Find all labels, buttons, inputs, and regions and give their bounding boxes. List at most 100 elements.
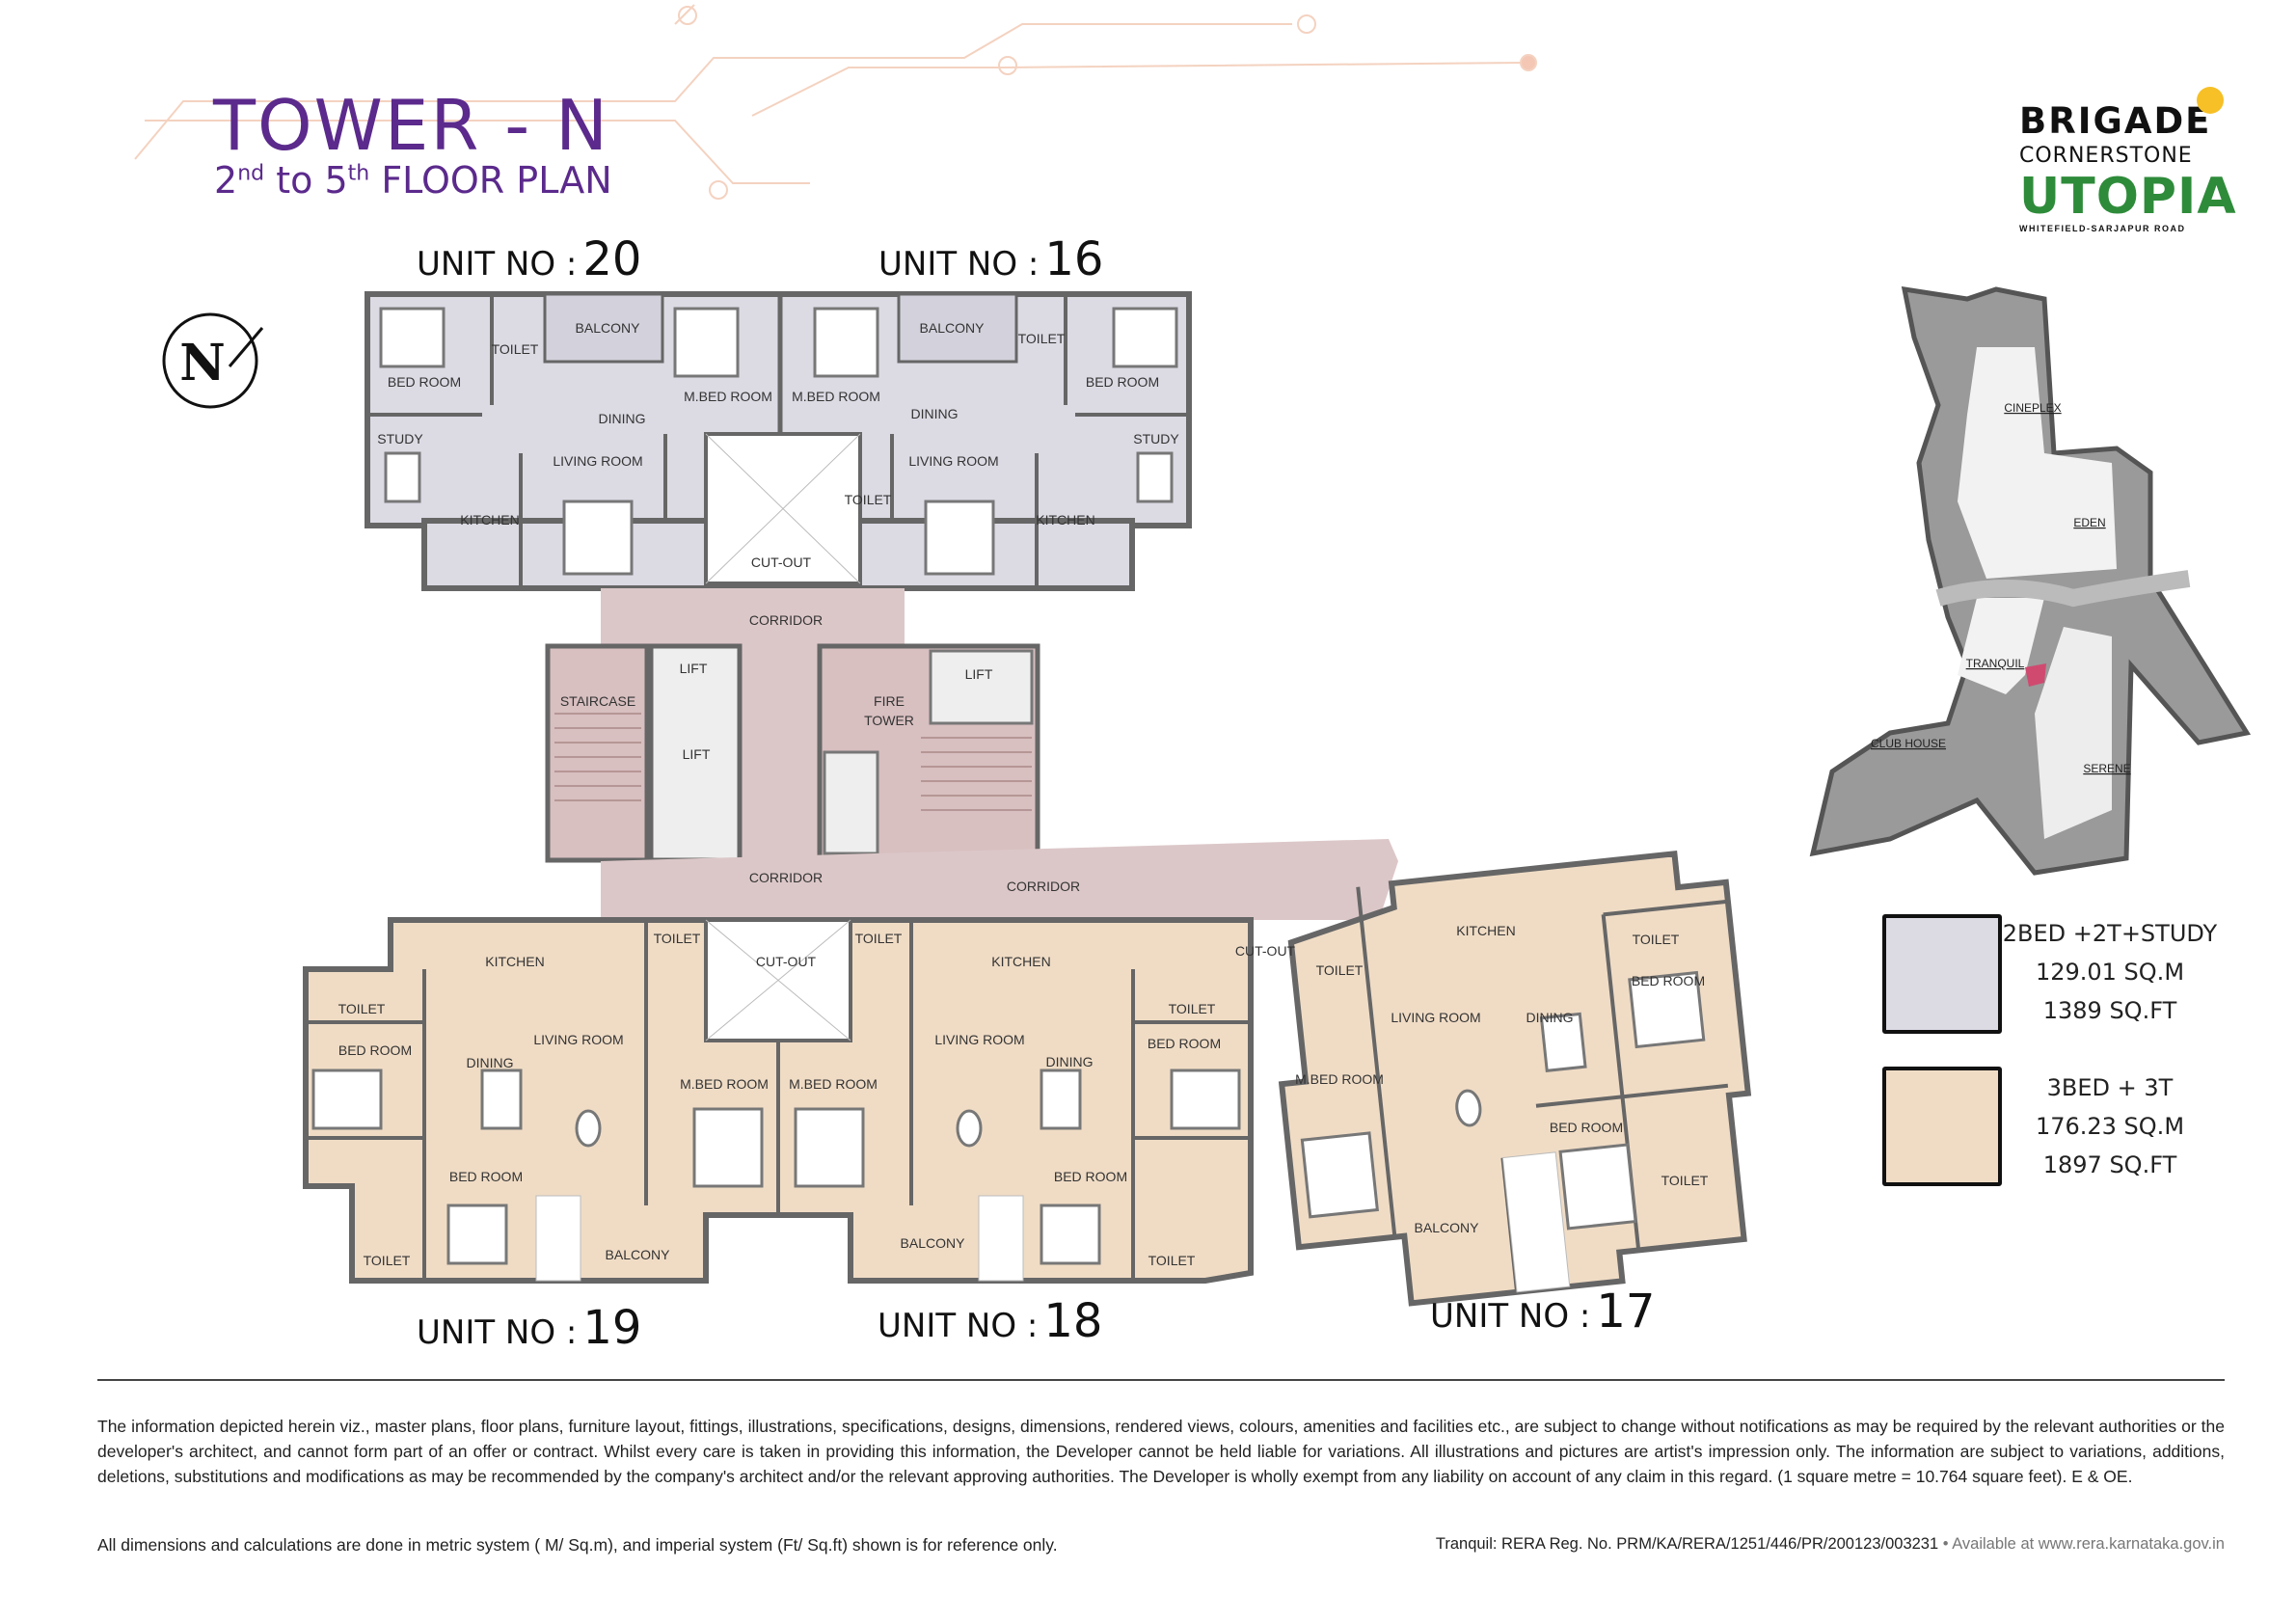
room-label: BALCONY <box>576 320 641 336</box>
unit-prefix: UNIT NO : <box>1430 1297 1590 1336</box>
legend-sqft: 1389 SQ.FT <box>2042 997 2177 1024</box>
unit-label-4: UNIT NO :17 <box>1430 1285 1655 1339</box>
room-label: TOILET <box>1633 932 1680 947</box>
room-label: TOILET <box>364 1253 411 1268</box>
unit-17-plan <box>1278 850 1752 1307</box>
legend-sqm: 176.23 SQ.M <box>2035 1113 2185 1140</box>
common-area-label: LIFT <box>683 746 711 762</box>
common-area-label: LIFT <box>680 661 708 676</box>
unit-number: 20 <box>582 232 641 286</box>
room-label: TOILET <box>338 1001 386 1016</box>
legend-swatch-2bed <box>1882 914 2002 1034</box>
bottom-units <box>303 917 1254 1284</box>
unit-label-3: UNIT NO :18 <box>878 1294 1102 1348</box>
room-label: DINING <box>599 411 646 426</box>
rera-number: Tranquil: RERA Reg. No. PRM/KA/RERA/1251… <box>1435 1535 1939 1553</box>
room-label: BALCONY <box>606 1247 671 1262</box>
subtitle-to-num: 5 <box>324 159 348 202</box>
room-label: M.BED ROOM <box>789 1076 878 1092</box>
room-label: BED ROOM <box>388 374 461 390</box>
room-label: STUDY <box>1133 431 1179 446</box>
room-label: TOILET <box>492 341 539 357</box>
room-label: TOILET <box>1316 962 1364 978</box>
page-title: TOWER - N <box>213 85 609 166</box>
unit-label-0: UNIT NO :20 <box>417 232 641 286</box>
room-label: LIVING ROOM <box>533 1032 623 1047</box>
map-label-cineplex: CINEPLEX <box>2004 401 2061 415</box>
tranquil-location-marker <box>2025 663 2046 687</box>
room-label: BED ROOM <box>1086 374 1159 390</box>
legend-type: 3BED + 3T <box>2046 1074 2174 1101</box>
room-label: TOILET <box>845 492 892 507</box>
unit-number: 18 <box>1043 1294 1102 1348</box>
logo-utopia: UTOPIA <box>2019 168 2237 226</box>
north-arrow-icon: N <box>162 312 264 409</box>
unit-label-2: UNIT NO :19 <box>417 1301 641 1355</box>
top-units <box>365 291 1192 591</box>
subtitle-from-sup: nd <box>237 161 265 186</box>
room-label: LIVING ROOM <box>934 1032 1024 1047</box>
decorative-circuit-lines <box>134 4 1537 200</box>
room-label: M.BED ROOM <box>1295 1071 1384 1087</box>
room-label: BALCONY <box>1415 1220 1480 1235</box>
legend-sqm: 129.01 SQ.M <box>2035 959 2185 986</box>
room-label: BED ROOM <box>1632 973 1705 988</box>
subtitle-to: to <box>276 159 313 202</box>
room-label: STUDY <box>377 431 423 446</box>
room-label: BED ROOM <box>338 1042 412 1058</box>
room-label: KITCHEN <box>460 512 519 527</box>
room-label: M.BED ROOM <box>684 389 772 404</box>
legend-sqft: 1897 SQ.FT <box>2042 1151 2177 1178</box>
subtitle-from-num: 2 <box>214 159 238 202</box>
room-label: KITCHEN <box>991 954 1050 969</box>
unit-number: 16 <box>1044 232 1103 286</box>
room-label: BED ROOM <box>1550 1120 1623 1135</box>
common-area-label: CORRIDOR <box>749 870 823 885</box>
rera-availability: • Available at www.rera.karnataka.gov.in <box>1942 1535 2225 1553</box>
unit-label-1: UNIT NO :16 <box>878 232 1103 286</box>
site-key-plan-map: CINEPLEX EDEN TRANQUIL CLUB HOUSE SERENE <box>1809 285 2252 876</box>
core <box>545 588 1398 920</box>
subtitle-to-sup: th <box>347 161 370 186</box>
unit-number: 19 <box>582 1301 641 1355</box>
common-area-label: CUT-OUT <box>756 954 817 969</box>
room-label: KITCHEN <box>1456 923 1515 938</box>
room-label: DINING <box>1526 1010 1574 1025</box>
footer-divider <box>97 1379 2225 1381</box>
room-label: LIVING ROOM <box>553 453 642 469</box>
unit-prefix: UNIT NO : <box>878 245 1039 284</box>
room-label: BALCONY <box>920 320 986 336</box>
north-label: N <box>179 334 226 392</box>
room-label: M.BED ROOM <box>680 1076 769 1092</box>
common-area-label: FIRE <box>874 693 905 709</box>
unit-number: 17 <box>1596 1285 1655 1339</box>
room-label: BED ROOM <box>449 1169 523 1184</box>
legend-type: 2BED +2T+STUDY <box>2002 920 2218 947</box>
logo-cornerstone: CORNERSTONE <box>2019 144 2193 168</box>
room-label: TOILET <box>654 931 701 946</box>
map-label-serene: SERENE <box>2083 762 2130 775</box>
legend-text-2bed: 2BED +2T+STUDY 129.01 SQ.M 1389 SQ.FT <box>1985 914 2235 1030</box>
room-label: TOILET <box>855 931 903 946</box>
disclaimer-text: The information depicted herein viz., ma… <box>97 1417 2225 1486</box>
subtitle-rest: FLOOR PLAN <box>381 159 612 202</box>
room-label: LIVING ROOM <box>1391 1010 1480 1025</box>
room-label: BED ROOM <box>1054 1169 1127 1184</box>
room-label: KITCHEN <box>1036 512 1094 527</box>
common-area-label: CORRIDOR <box>749 612 823 628</box>
room-label: DINING <box>467 1055 514 1070</box>
common-area-label: TOWER <box>864 713 914 728</box>
room-label: DINING <box>911 406 959 421</box>
room-label: BED ROOM <box>1148 1036 1221 1051</box>
room-label: M.BED ROOM <box>792 389 880 404</box>
room-label: KITCHEN <box>485 954 544 969</box>
room-label: TOILET <box>1148 1253 1196 1268</box>
common-area-label: STAIRCASE <box>560 693 635 709</box>
brand-logo: BRIGADE CORNERSTONE UTOPIA WHITEFIELD-SA… <box>2019 87 2237 233</box>
unit-prefix: UNIT NO : <box>878 1307 1038 1345</box>
page-subtitle: 2nd to 5th FLOOR PLAN <box>214 159 612 202</box>
map-label-club-house: CLUB HOUSE <box>1871 737 1946 750</box>
legend-text-3bed: 3BED + 3T 176.23 SQ.M 1897 SQ.FT <box>1985 1068 2235 1184</box>
unit-prefix: UNIT NO : <box>417 1313 577 1352</box>
